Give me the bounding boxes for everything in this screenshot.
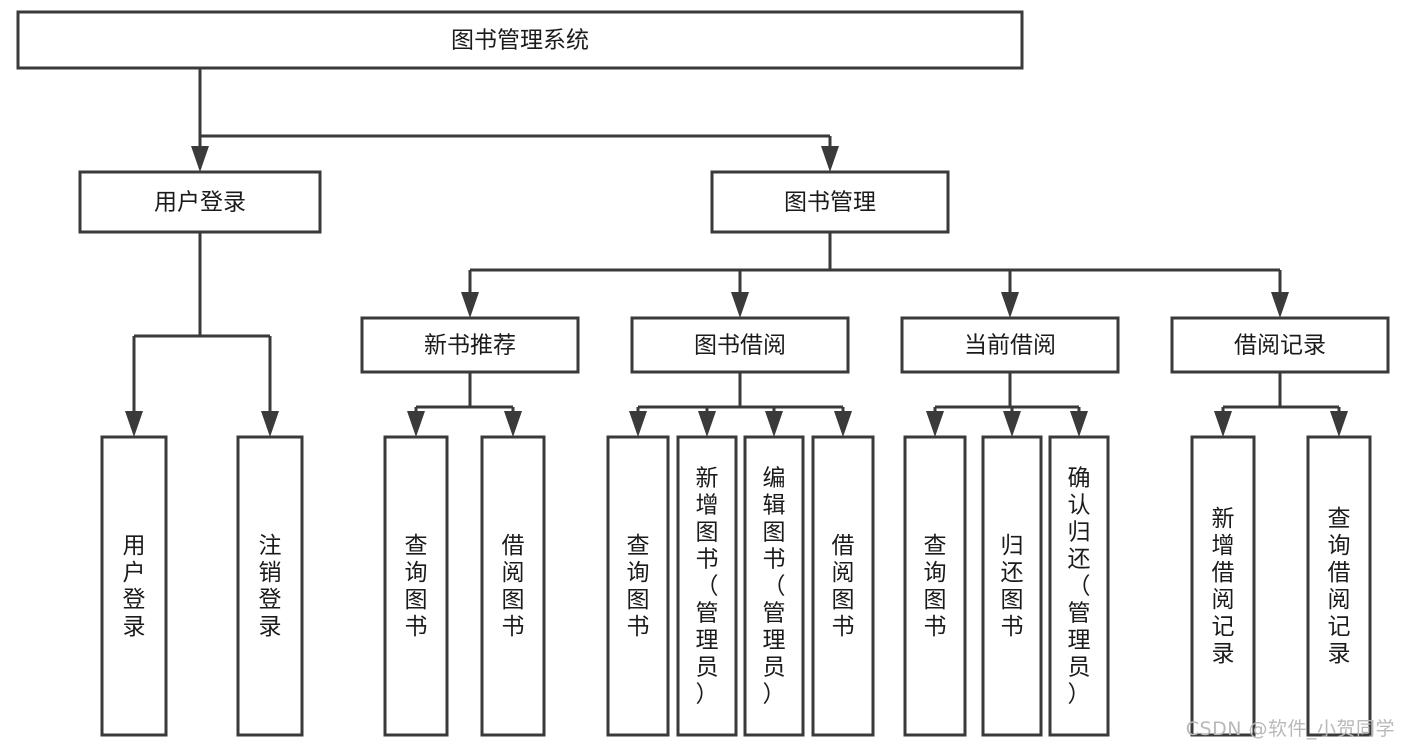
arrow-head: [698, 411, 716, 437]
arrow-head: [1070, 411, 1088, 437]
arrow-head: [1001, 292, 1019, 318]
arrow-head: [261, 411, 279, 437]
node-leaf-user-login-label: 用户登录: [123, 533, 146, 640]
arrow-head: [461, 292, 479, 318]
node-leaf-borrow-book-rec[interactable]: 借阅图书: [480, 435, 546, 737]
node-leaf-edit-book-admin[interactable]: 编辑图书（管理员）: [743, 435, 805, 737]
node-leaf-user-login-box[interactable]: [100, 435, 168, 737]
node-leaf-return-book-box[interactable]: [981, 435, 1043, 737]
arrow-head: [407, 411, 425, 437]
node-leaf-query-book-cur-box[interactable]: [903, 435, 967, 737]
node-current-borrow-label: 当前借阅: [964, 333, 1056, 359]
node-leaf-borrow-book-bor-label: 借阅图书: [832, 533, 855, 640]
arrow-head: [1003, 411, 1021, 437]
node-leaf-query-borrow-rec-box[interactable]: [1306, 435, 1372, 737]
node-user-login-label: 用户登录: [154, 190, 246, 216]
node-borrow-record-label: 借阅记录: [1234, 333, 1326, 359]
node-leaf-logout-login-box[interactable]: [236, 435, 304, 737]
node-leaf-confirm-return-label: 确认归还（管理员）: [1068, 466, 1091, 708]
node-leaf-add-book-admin[interactable]: 新增图书（管理员）: [676, 435, 738, 737]
node-leaf-query-book-rec-label: 查询图书: [405, 533, 428, 640]
node-book-borrow-box[interactable]: [630, 316, 850, 374]
node-leaf-edit-book-admin-label: 编辑图书（管理员）: [763, 466, 786, 708]
node-borrow-record-box[interactable]: [1170, 316, 1390, 374]
node-leaf-query-book-bor[interactable]: 查询图书: [606, 435, 670, 737]
node-book-manage-label: 图书管理: [784, 190, 876, 216]
node-leaf-query-book-rec-box[interactable]: [383, 435, 449, 737]
node-leaf-confirm-return-box[interactable]: [1048, 435, 1110, 737]
node-leaf-query-book-bor-box[interactable]: [606, 435, 670, 737]
node-leaf-add-book-admin-label: 新增图书（管理员）: [696, 466, 719, 708]
node-leaf-borrow-book-rec-label: 借阅图书: [502, 533, 525, 640]
node-new-book-recommend[interactable]: 新书推荐: [360, 316, 580, 374]
node-borrow-record[interactable]: 借阅记录: [1170, 316, 1390, 374]
node-leaf-confirm-return[interactable]: 确认归还（管理员）: [1048, 435, 1110, 737]
arrow-head: [821, 146, 839, 172]
arrow-head: [731, 292, 749, 318]
arrow-head: [125, 411, 143, 437]
node-leaf-logout-login-label: 注销登录: [259, 533, 282, 640]
node-leaf-logout-login[interactable]: 注销登录: [236, 435, 304, 737]
arrow-head: [1214, 411, 1232, 437]
arrow-head: [765, 411, 783, 437]
arrow-head: [191, 146, 209, 172]
node-new-book-recommend-box[interactable]: [360, 316, 580, 374]
node-leaf-add-book-admin-box[interactable]: [676, 435, 738, 737]
arrow-head: [834, 411, 852, 437]
node-book-manage-box[interactable]: [710, 170, 950, 234]
node-user-login[interactable]: 用户登录: [78, 170, 322, 234]
node-leaf-borrow-book-bor-box[interactable]: [811, 435, 875, 737]
node-book-borrow-label: 图书借阅: [694, 333, 786, 359]
arrow-head: [504, 411, 522, 437]
node-book-borrow[interactable]: 图书借阅: [630, 316, 850, 374]
watermark: CSDN @软件_小贺同学: [1185, 718, 1395, 740]
arrow-head: [926, 411, 944, 437]
node-new-book-recommend-label: 新书推荐: [424, 333, 516, 359]
arrow-head: [1330, 411, 1348, 437]
node-leaf-query-borrow-rec-label: 查询借阅记录: [1328, 506, 1351, 667]
arrow-head: [1271, 292, 1289, 318]
arrow-head: [629, 411, 647, 437]
node-user-login-box[interactable]: [78, 170, 322, 234]
node-leaf-query-book-cur-label: 查询图书: [924, 533, 947, 640]
node-leaf-user-login[interactable]: 用户登录: [100, 435, 168, 737]
nodes-layer: 图书管理系统用户登录图书管理新书推荐图书借阅当前借阅借阅记录用户登录注销登录查询…: [16, 10, 1390, 737]
node-leaf-query-book-bor-label: 查询图书: [627, 533, 650, 640]
node-root[interactable]: 图书管理系统: [16, 10, 1024, 70]
node-leaf-borrow-book-bor[interactable]: 借阅图书: [811, 435, 875, 737]
node-leaf-query-book-rec[interactable]: 查询图书: [383, 435, 449, 737]
node-root-label: 图书管理系统: [451, 28, 589, 54]
node-leaf-edit-book-admin-box[interactable]: [743, 435, 805, 737]
node-root-box[interactable]: [16, 10, 1024, 70]
node-leaf-add-borrow-rec-label: 新增借阅记录: [1212, 506, 1235, 667]
edges-layer: [125, 68, 1348, 437]
node-leaf-borrow-book-rec-box[interactable]: [480, 435, 546, 737]
node-current-borrow-box[interactable]: [900, 316, 1120, 374]
node-leaf-query-borrow-rec[interactable]: 查询借阅记录: [1306, 435, 1372, 737]
node-leaf-add-borrow-rec-box[interactable]: [1190, 435, 1256, 737]
node-book-manage[interactable]: 图书管理: [710, 170, 950, 234]
node-leaf-query-book-cur[interactable]: 查询图书: [903, 435, 967, 737]
node-current-borrow[interactable]: 当前借阅: [900, 316, 1120, 374]
node-leaf-add-borrow-rec[interactable]: 新增借阅记录: [1190, 435, 1256, 737]
node-leaf-return-book-label: 归还图书: [1001, 533, 1024, 640]
node-leaf-return-book[interactable]: 归还图书: [981, 435, 1043, 737]
